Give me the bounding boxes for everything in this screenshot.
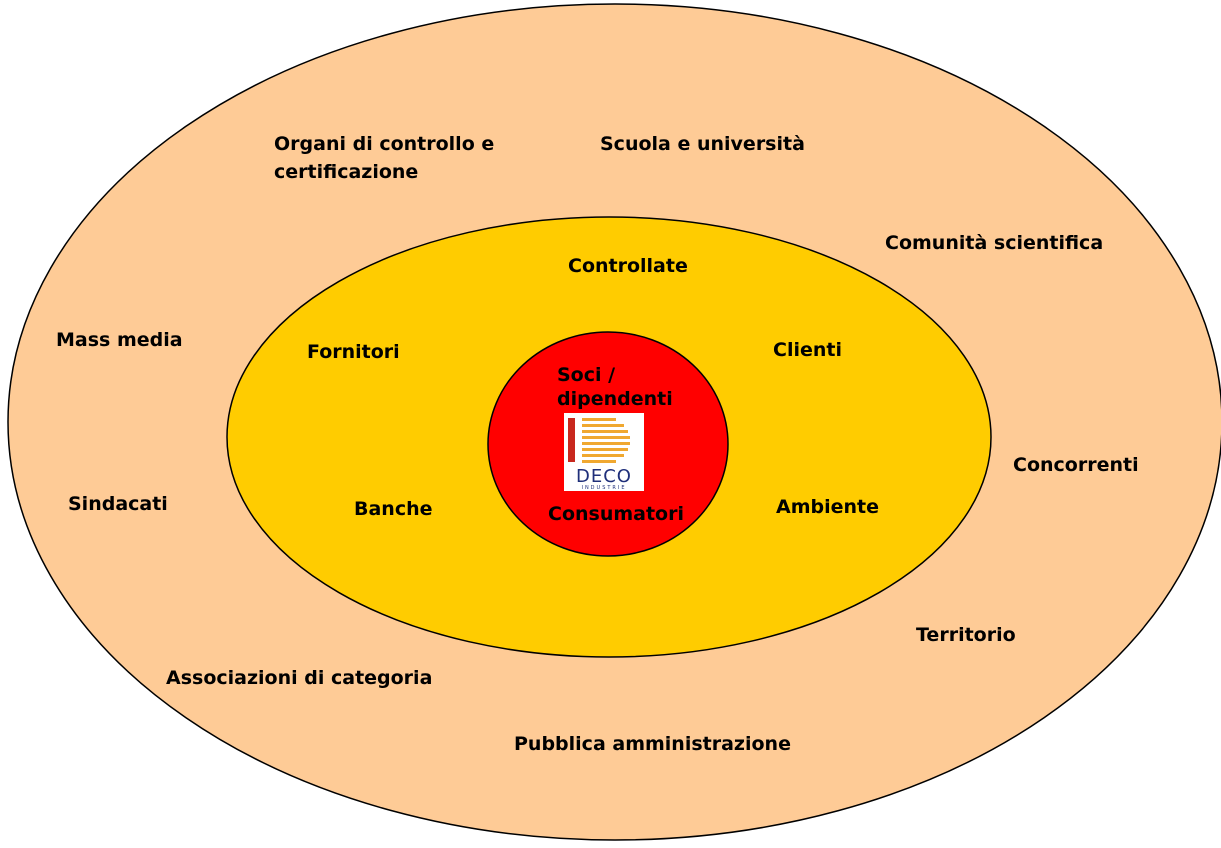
- middle-label-fornitori: Fornitori: [307, 341, 400, 363]
- outer-label-associazioni: Associazioni di categoria: [166, 667, 432, 689]
- outer-label-sindacati: Sindacati: [68, 493, 168, 515]
- middle-label-controllate: Controllate: [568, 255, 688, 277]
- outer-label-comunita: Comunità scientifica: [885, 232, 1103, 254]
- core-label-soci: Soci /: [557, 364, 615, 386]
- core-label-dipendenti: dipendenti: [557, 388, 673, 410]
- outer-label-pubblica: Pubblica amministrazione: [514, 733, 791, 755]
- middle-label-banche: Banche: [354, 498, 433, 520]
- outer-label-organi-line2: certificazione: [274, 161, 418, 183]
- outer-label-organi-line1: Organi di controllo e: [274, 133, 494, 155]
- outer-label-concorrenti: Concorrenti: [1013, 454, 1139, 476]
- core-label-consumatori: Consumatori: [548, 503, 684, 525]
- outer-label-territorio: Territorio: [916, 624, 1016, 646]
- outer-label-mass-media: Mass media: [56, 329, 183, 351]
- deco-industrie-logo-icon: DECO INDUSTRIE: [564, 413, 644, 491]
- middle-label-clienti: Clienti: [773, 339, 842, 361]
- middle-label-ambiente: Ambiente: [776, 496, 879, 518]
- logo-subtitle: INDUSTRIE: [581, 485, 626, 491]
- outer-label-scuola: Scuola e università: [600, 133, 805, 155]
- logo-name: DECO: [576, 466, 632, 487]
